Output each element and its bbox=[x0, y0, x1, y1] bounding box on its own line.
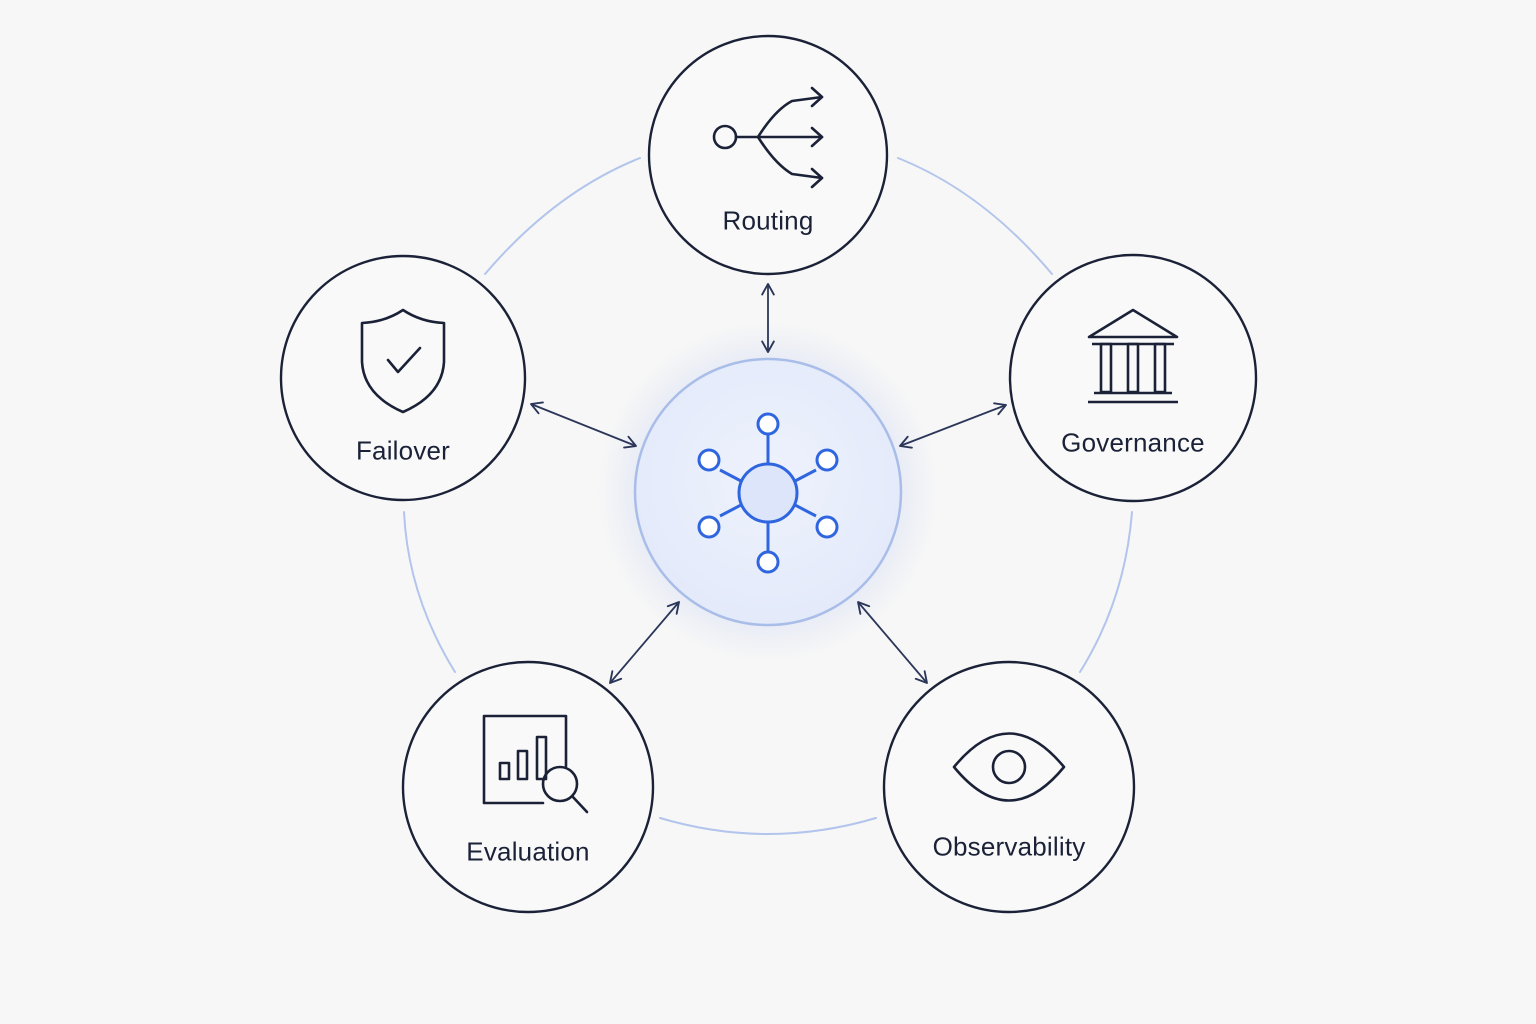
network-hub-icon bbox=[697, 412, 839, 574]
routing-node-circle[interactable] bbox=[647, 34, 889, 276]
observability-node-circle[interactable] bbox=[882, 660, 1136, 914]
arrow-hub-governance bbox=[899, 402, 1007, 449]
building-columns-icon bbox=[1087, 308, 1179, 404]
connector-arrows bbox=[530, 283, 1007, 684]
arrow-hub-observability bbox=[857, 601, 928, 684]
shield-check-icon bbox=[360, 308, 446, 414]
governance-label: Governance bbox=[1061, 427, 1205, 458]
ring-arc-governance-observability bbox=[1079, 511, 1133, 673]
routing-label: Routing bbox=[722, 205, 814, 236]
governance-node-circle[interactable] bbox=[1008, 253, 1258, 503]
ring-arc-evaluation-failover bbox=[403, 511, 456, 673]
arrow-hub-evaluation bbox=[609, 601, 680, 684]
route-branch-icon bbox=[712, 86, 824, 189]
observability-label: Observability bbox=[932, 831, 1086, 862]
ring-arc-failover-routing bbox=[484, 157, 641, 275]
outer-ring bbox=[403, 157, 1133, 835]
failover-node-circle[interactable] bbox=[279, 254, 527, 502]
ring-arc-observability-evaluation bbox=[659, 817, 877, 835]
chart-magnifier-icon bbox=[482, 714, 589, 814]
arrow-hub-failover bbox=[530, 401, 637, 449]
evaluation-label: Evaluation bbox=[466, 836, 590, 867]
ring-arc-routing-governance bbox=[897, 157, 1053, 275]
failover-label: Failover bbox=[355, 435, 451, 466]
evaluation-node-circle[interactable] bbox=[401, 660, 655, 914]
eye-icon bbox=[952, 732, 1066, 802]
